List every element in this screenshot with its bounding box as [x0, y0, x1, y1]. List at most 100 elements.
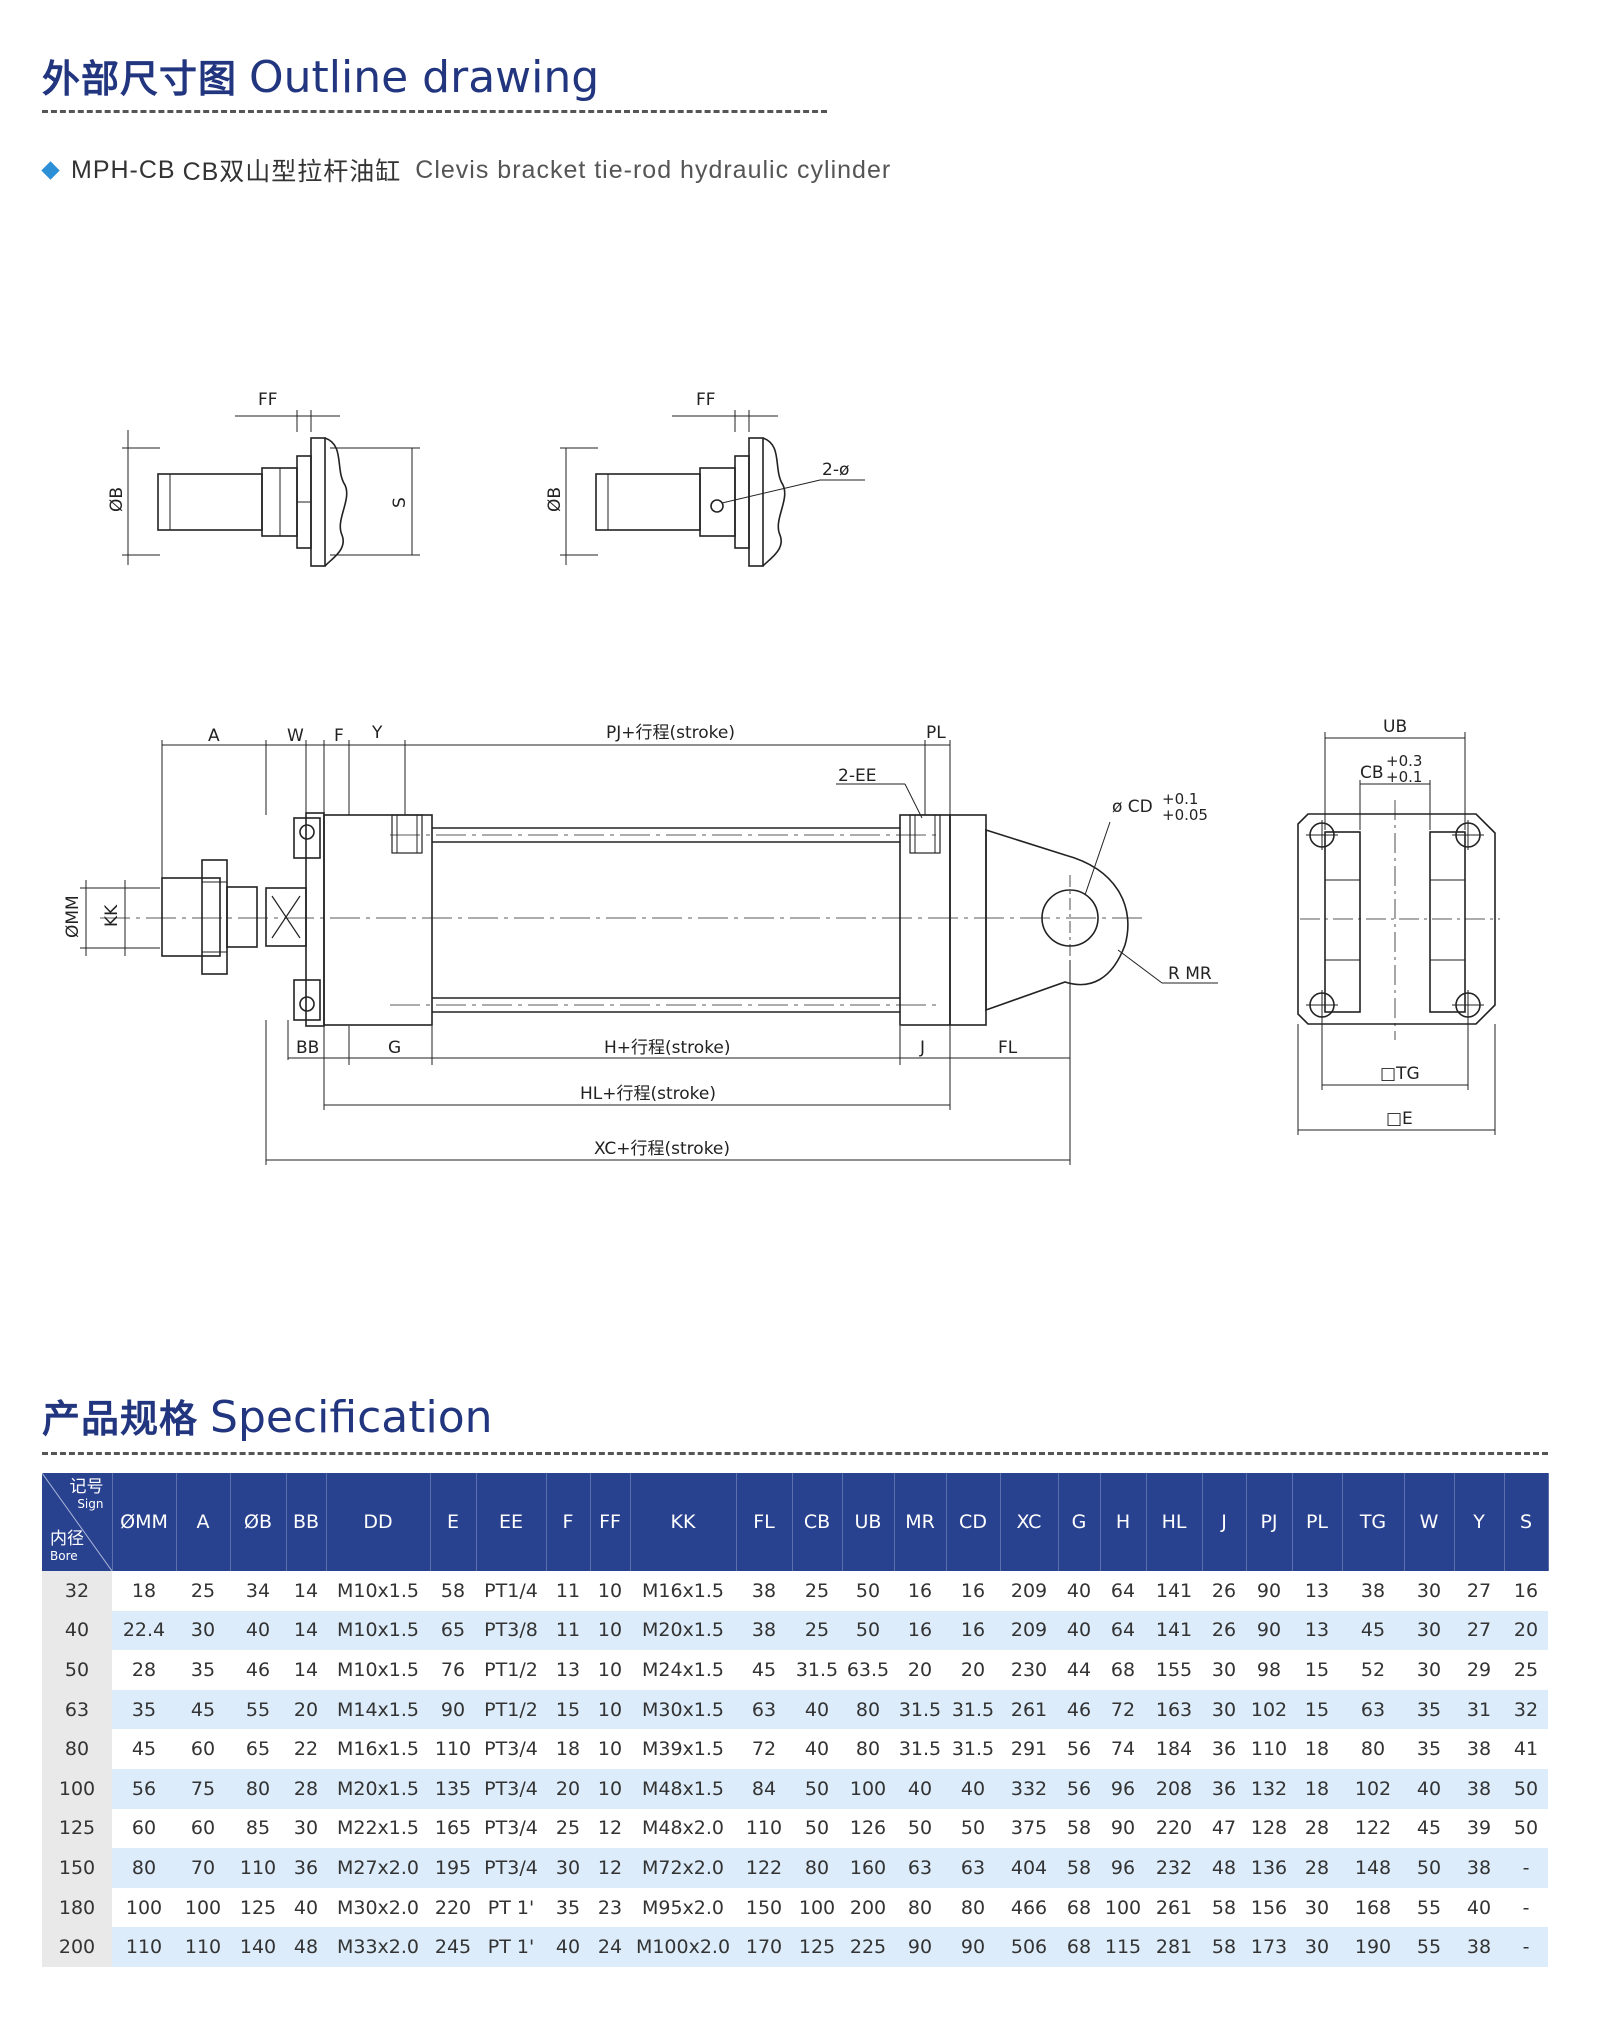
spec-cell: 22.4: [112, 1610, 176, 1651]
spec-cell: 65: [430, 1610, 476, 1651]
two-ee-label: 2-EE: [838, 766, 876, 786]
spec-cell: M20x1.5: [630, 1610, 736, 1651]
bore-cell: 50: [42, 1650, 112, 1690]
spec-cell: 30: [286, 1808, 326, 1849]
bore-cell: 180: [42, 1887, 112, 1928]
spec-cell: 36: [1202, 1729, 1246, 1769]
spec-cell: 25: [1504, 1650, 1548, 1690]
diamond-bullet-icon: [41, 160, 60, 180]
spec-cell: 12: [590, 1808, 630, 1849]
spec-header-cell: H: [1100, 1473, 1147, 1571]
corner-bore-cn: 内径: [50, 1529, 84, 1549]
spec-cell: 68: [1100, 1650, 1146, 1690]
spec-divider: [42, 1452, 1548, 1455]
spec-cell: 30: [1404, 1610, 1454, 1651]
spec-cell: PT1/2: [476, 1689, 546, 1730]
ff-label-2: FF: [696, 390, 716, 410]
spec-cell: 84: [736, 1768, 792, 1809]
outline-title: 外部尺寸图 Outline drawing: [42, 48, 599, 103]
spec-cell: 20: [546, 1768, 590, 1809]
fl-label: FL: [998, 1038, 1018, 1058]
spec-cell: 41: [1504, 1729, 1548, 1769]
spec-cell: 63.5: [842, 1650, 894, 1690]
spec-cell: 45: [112, 1729, 176, 1769]
spec-title: 产品规格 Specification: [42, 1388, 493, 1443]
cb-tolerance-lower: +0.1: [1386, 768, 1422, 786]
spec-cell: 110: [230, 1848, 286, 1888]
spec-cell: 100: [176, 1887, 230, 1928]
spec-cell: 63: [1342, 1689, 1404, 1730]
pj-stroke-label: PJ+行程(stroke): [606, 723, 735, 743]
spec-cell: 50: [1504, 1768, 1548, 1809]
spec-cell: 80: [230, 1768, 286, 1809]
spec-header-cell: TG: [1342, 1473, 1405, 1571]
spec-cell: PT3/8: [476, 1610, 546, 1651]
spec-cell: 25: [546, 1808, 590, 1849]
spec-cell: M48x1.5: [630, 1768, 736, 1809]
spec-cell: 68: [1058, 1927, 1100, 1967]
spec-cell: M30x2.0: [326, 1887, 430, 1928]
spec-cell: 27: [1454, 1610, 1504, 1651]
spec-cell: 14: [286, 1610, 326, 1651]
spec-cell: 141: [1146, 1610, 1202, 1651]
spec-cell: 102: [1342, 1768, 1404, 1809]
spec-cell: 45: [736, 1650, 792, 1690]
spec-cell: PT3/4: [476, 1729, 546, 1769]
spec-cell: 38: [1454, 1729, 1504, 1769]
spec-cell: 63: [894, 1848, 946, 1888]
spec-cell: 90: [894, 1927, 946, 1967]
spec-cell: 22: [286, 1729, 326, 1769]
spec-cell: 13: [1292, 1610, 1342, 1651]
spec-cell: 80: [842, 1729, 894, 1769]
r-mr-label: R MR: [1168, 964, 1212, 984]
outline-drawing: FF ØB S FF 2-ø ØB: [63, 390, 1500, 1165]
e-label: □E: [1386, 1109, 1413, 1129]
spec-cell: 165: [430, 1808, 476, 1849]
bore-cell: 63: [42, 1689, 112, 1730]
spec-cell: 90: [1100, 1808, 1146, 1849]
spec-header-cell: FF: [590, 1473, 631, 1571]
spec-cell: 75: [176, 1768, 230, 1809]
spec-cell: 30: [1404, 1571, 1454, 1611]
spec-cell: 31.5: [894, 1689, 946, 1730]
spec-cell: 261: [1146, 1887, 1202, 1928]
spec-cell: M16x1.5: [630, 1571, 736, 1611]
spec-cell: 55: [1404, 1927, 1454, 1967]
spec-cell: 16: [894, 1610, 946, 1651]
spec-header-cell: W: [1404, 1473, 1455, 1571]
h-stroke-label: H+行程(stroke): [604, 1038, 731, 1058]
spec-cell: M10x1.5: [326, 1571, 430, 1611]
spec-header-cell: PL: [1292, 1473, 1343, 1571]
a-label: A: [208, 726, 220, 746]
spec-cell: PT1/2: [476, 1650, 546, 1690]
spec-cell: -: [1504, 1848, 1548, 1888]
spec-cell: 375: [1000, 1808, 1058, 1849]
spec-cell: 10: [590, 1650, 630, 1690]
spec-cell: 31: [1454, 1689, 1504, 1730]
spec-cell: 90: [1246, 1571, 1292, 1611]
spec-cell: 173: [1246, 1927, 1292, 1967]
spec-cell: 40: [1058, 1610, 1100, 1651]
spec-cell: M22x1.5: [326, 1808, 430, 1849]
spec-cell: 10: [590, 1768, 630, 1809]
dia-b-label-1: ØB: [107, 487, 127, 512]
spec-cell: PT3/4: [476, 1808, 546, 1849]
spec-cell: 35: [546, 1887, 590, 1928]
spec-cell: 50: [842, 1571, 894, 1611]
spec-cell: 232: [1146, 1848, 1202, 1888]
spec-header-cell: CD: [946, 1473, 1001, 1571]
spec-cell: 28: [1292, 1848, 1342, 1888]
spec-cell: 35: [1404, 1689, 1454, 1730]
spec-cell: 36: [1202, 1768, 1246, 1809]
spec-title-cn: 产品规格: [42, 1399, 199, 1441]
spec-cell: M39x1.5: [630, 1729, 736, 1769]
spec-cell: 13: [546, 1650, 590, 1690]
spec-cell: 23: [590, 1887, 630, 1928]
spec-cell: 110: [112, 1927, 176, 1967]
spec-cell: 32: [1504, 1689, 1548, 1730]
rod-end-detail-2: FF 2-ø ØB: [545, 390, 865, 567]
spec-cell: 38: [736, 1610, 792, 1651]
